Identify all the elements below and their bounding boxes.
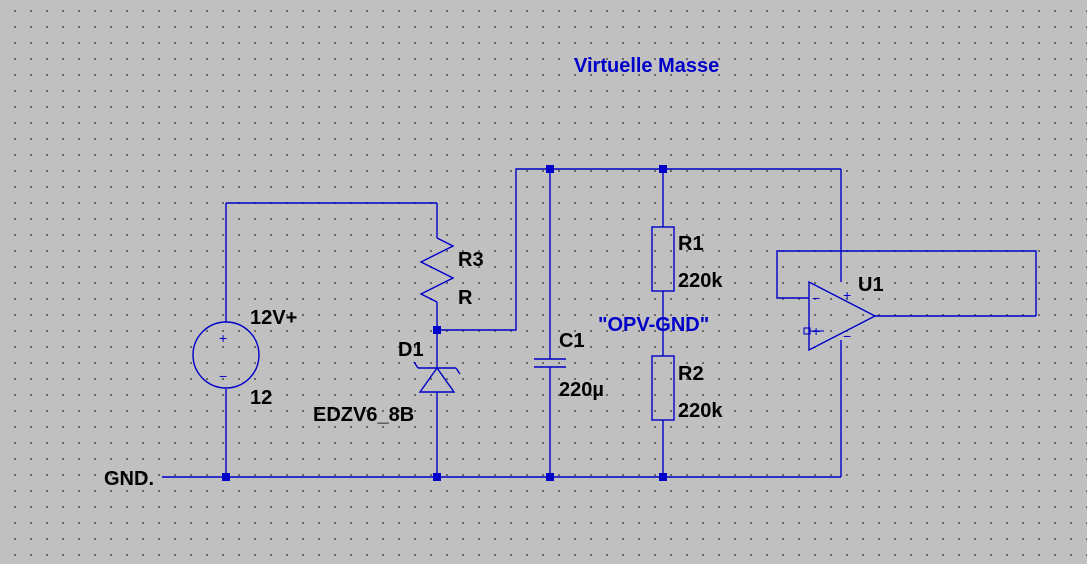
junction-dot: [546, 473, 554, 481]
junction-dot: [659, 473, 667, 481]
r1-value: 220k: [678, 270, 723, 292]
source-plus-sign: +: [219, 330, 227, 346]
opamp-inv-sign: −: [812, 290, 820, 306]
junction-dots: [222, 165, 667, 481]
schematic-title: Virtuelle Masse: [574, 55, 719, 77]
ground-net[interactable]: GND.: [104, 468, 841, 490]
junction-dot: [433, 473, 441, 481]
capacitor-c1[interactable]: C1 220µ: [534, 169, 604, 477]
c1-value: 220µ: [559, 379, 604, 401]
zener-diode-d1[interactable]: D1 EDZV6_8B: [313, 330, 461, 477]
junction-dot: [546, 165, 554, 173]
source-minus-sign: −: [219, 368, 227, 384]
r3-value: R: [458, 287, 473, 309]
junction-dot: [433, 326, 441, 334]
resistor-r3[interactable]: R3 R: [419, 203, 484, 330]
resistor-r1[interactable]: R1 220k: [651, 169, 723, 356]
u1-ref: U1: [858, 274, 884, 296]
opamp-noninv-sign: +: [812, 323, 820, 339]
c1-ref: C1: [559, 330, 585, 352]
junction-dot: [222, 473, 230, 481]
r2-ref: R2: [678, 363, 704, 385]
resistor-r2[interactable]: R2 220k: [651, 355, 723, 477]
r1-ref: R1: [678, 233, 704, 255]
opamp-noninv-pin-marker: [803, 327, 811, 335]
voltage-source-v1[interactable]: + − 12V+ 12: [192, 203, 297, 477]
d1-ref: D1: [398, 339, 424, 361]
v1-value: 12: [250, 387, 272, 409]
opamp-u1[interactable]: − + + − U1: [776, 169, 1037, 477]
junction-dot: [659, 165, 667, 173]
v1-ref: 12V+: [250, 307, 297, 329]
d1-value: EDZV6_8B: [313, 404, 414, 426]
r3-ref: R3: [458, 249, 484, 271]
opamp-vplus-sign: +: [843, 287, 851, 303]
r2-value: 220k: [678, 400, 723, 422]
opamp-vminus-sign: −: [843, 328, 851, 344]
wire-reference-rail: [437, 168, 841, 331]
net-label-opv-gnd: "OPV-GND": [598, 314, 709, 336]
gnd-label: GND.: [104, 468, 154, 490]
